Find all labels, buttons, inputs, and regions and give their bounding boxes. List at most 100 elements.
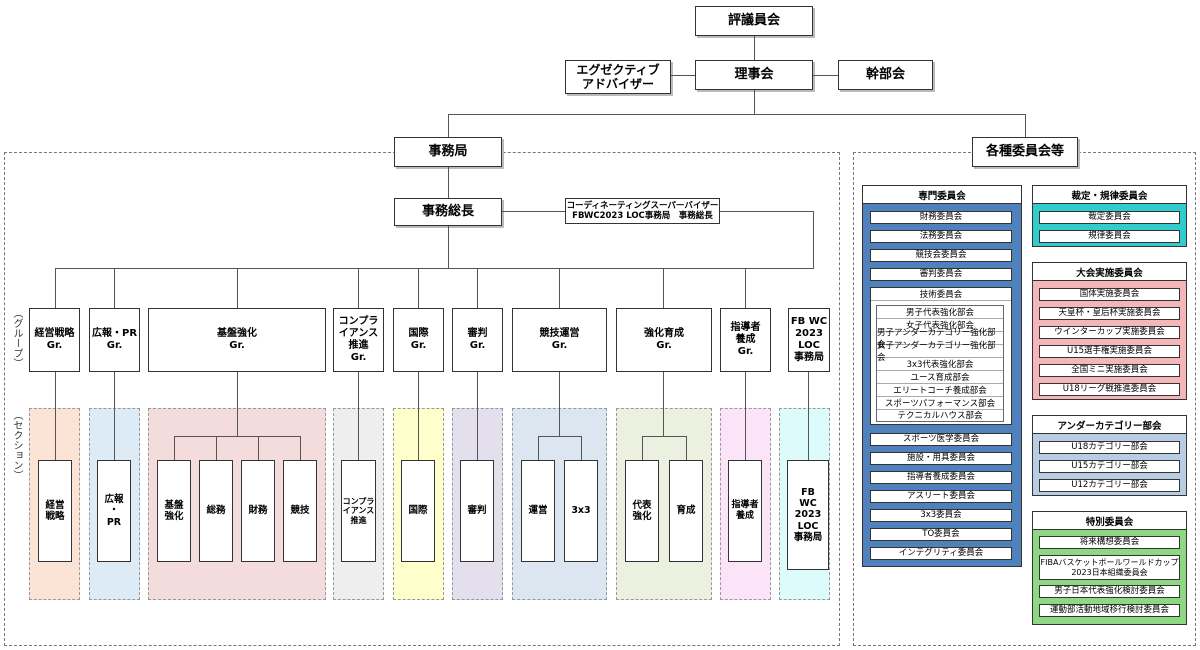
connector — [754, 90, 755, 114]
section-compliance: コンプラ イアンス 推進 — [341, 460, 376, 562]
connector — [174, 436, 301, 437]
section-foundation: 基盤 強化 — [157, 460, 191, 562]
subcommittee-item: エリートコーチ養成部会 — [877, 384, 1003, 397]
committee-item: 審判委員会 — [870, 268, 1012, 281]
connector — [1025, 114, 1026, 137]
subcommittee-item: スポーツパフォーマンス部会 — [877, 397, 1003, 410]
committee-item: アスリート委員会 — [870, 490, 1012, 503]
connector — [671, 75, 695, 76]
connector — [448, 114, 1026, 115]
section-pr: 広報 ・ PR — [97, 460, 131, 562]
committee-item: U12カテゴリー部会 — [1039, 479, 1180, 492]
group-development: 強化育成 Gr. — [616, 308, 712, 372]
committee-item: 男子日本代表強化検討委員会 — [1039, 585, 1180, 598]
section-youth: 育成 — [669, 460, 703, 562]
section-international: 国際 — [401, 460, 435, 562]
group-label: （グループ） — [11, 308, 22, 368]
connector — [237, 372, 238, 436]
committee-item: 規律委員会 — [1039, 230, 1180, 243]
subcommittee-item: ユース育成部会 — [877, 371, 1003, 384]
connector — [114, 268, 115, 308]
technical-committee-title: 技術委員会 — [871, 288, 1011, 301]
section-3x3: 3x3 — [564, 460, 598, 562]
section-loc: FB WC 2023 LOC 事務局 — [787, 460, 829, 570]
group-loc: FB WC 2023 LOC 事務局 — [788, 308, 830, 372]
special-committees-title: 特別委員会 — [1032, 511, 1187, 530]
connector — [663, 372, 664, 436]
connector — [448, 226, 449, 269]
committee-item: 法務委員会 — [870, 230, 1012, 243]
connector — [258, 436, 259, 460]
connector — [358, 268, 359, 308]
connector — [559, 268, 560, 308]
subcommittee-item: 女子アンダーカテゴリー強化部会 — [877, 341, 1003, 363]
section-competition: 競技 — [283, 460, 317, 562]
group-compliance: コンプラ イアンス 推進 Gr. — [333, 308, 384, 372]
secretariat-box: 事務局 — [394, 137, 502, 167]
section-operations: 運営 — [521, 460, 555, 562]
committee-item: インテグリティ委員会 — [870, 547, 1012, 560]
connector — [642, 436, 643, 460]
subcommittee-item: 男子代表強化部会 — [877, 306, 1003, 319]
connector — [813, 211, 814, 269]
technical-subcommittees — [876, 305, 1004, 422]
connector — [418, 268, 419, 308]
subcommittee-item: 3x3代表強化部会 — [877, 358, 1003, 371]
group-foundation: 基盤強化 Gr. — [148, 308, 326, 372]
group-referee: 審判 Gr. — [452, 308, 503, 372]
connector — [216, 436, 217, 460]
section-general-affairs: 総務 — [199, 460, 233, 562]
connector — [813, 75, 838, 76]
connector — [114, 372, 115, 460]
subcommittee-item: 女子代表強化部会 — [877, 319, 1003, 332]
section-label: （セクション） — [11, 410, 22, 480]
connector — [663, 268, 664, 308]
executive-advisor-box: エグゼクティブ アドバイザー — [565, 60, 671, 94]
specialist-committees-title: 専門委員会 — [862, 185, 1022, 204]
connector — [559, 372, 560, 436]
committee-item: 財務委員会 — [870, 211, 1012, 224]
committee-item: U18リーグ戦推進委員会 — [1039, 383, 1180, 396]
connector — [745, 268, 746, 308]
connector — [237, 268, 238, 308]
executive-committee-box: 幹部会 — [838, 60, 933, 90]
committees-box: 各種委員会等 — [972, 137, 1078, 167]
tournament-committees-title: 大会実施委員会 — [1032, 262, 1187, 281]
committee-item: 施設・用具委員会 — [870, 452, 1012, 465]
committee-item: ウインターカップ実施委員会 — [1039, 326, 1180, 339]
section-coach-training: 指導者 養成 — [728, 460, 762, 562]
connector — [448, 114, 449, 137]
secretary-general-box: 事務総長 — [394, 198, 502, 226]
section-management-strategy: 経営 戦略 — [38, 460, 72, 562]
connector — [754, 36, 755, 60]
committee-item: U18カテゴリー部会 — [1039, 441, 1180, 454]
connector — [686, 436, 687, 460]
connector — [720, 211, 814, 212]
group-management: 経営戦略 Gr. — [29, 308, 80, 372]
council-box: 評議員会 — [695, 6, 813, 36]
committee-item: 3x3委員会 — [870, 509, 1012, 522]
group-pr: 広報・PR Gr. — [89, 308, 140, 372]
group-operations: 競技運営 Gr. — [512, 308, 607, 372]
committee-item: TO委員会 — [870, 528, 1012, 541]
committee-item: U15カテゴリー部会 — [1039, 460, 1180, 473]
connector — [55, 268, 56, 308]
committee-item: 全国ミニ実施委員会 — [1039, 364, 1180, 377]
coordinating-supervisor-box: コーディネーティングスーパーバイザー FBWC2023 LOC事務局 事務総長 — [565, 198, 720, 224]
connector — [581, 436, 582, 460]
committee-item: スポーツ医学委員会 — [870, 433, 1012, 446]
group-coach: 指導者 養成 Gr. — [720, 308, 771, 372]
connector — [642, 436, 686, 437]
connector — [448, 167, 449, 198]
connector — [300, 436, 301, 460]
committee-item: 国体実施委員会 — [1039, 288, 1180, 301]
committee-item: 指導者養成委員会 — [870, 471, 1012, 484]
section-finance: 財務 — [241, 460, 275, 562]
connector — [358, 372, 359, 460]
under-category-title: アンダーカテゴリー部会 — [1032, 415, 1187, 434]
section-referee: 審判 — [460, 460, 494, 562]
group-international: 国際 Gr. — [393, 308, 444, 372]
connector — [477, 372, 478, 460]
connector — [808, 372, 809, 460]
committee-item: 競技会委員会 — [870, 249, 1012, 262]
